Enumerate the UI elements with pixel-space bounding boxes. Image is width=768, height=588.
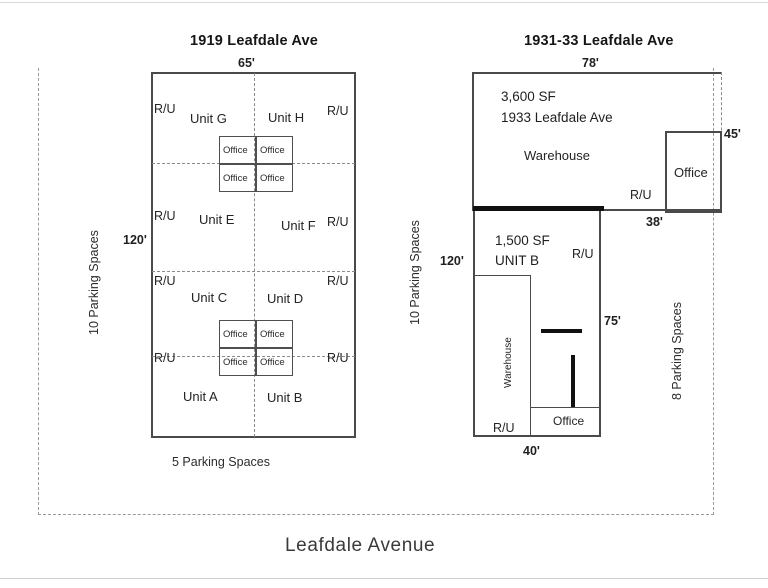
- west-divider-row-3: [152, 356, 355, 357]
- west-office-box-d: [256, 320, 293, 348]
- street-name-label: Leafdale Avenue: [285, 535, 436, 556]
- east-lower-door-marker-horizontal: [541, 329, 582, 333]
- west-office-box-b: [256, 348, 293, 376]
- scan-edge-bottom: [0, 578, 768, 579]
- west-office-label-g: Office: [223, 145, 248, 156]
- west-ru-e-left: R/U: [154, 209, 176, 223]
- east-lower-door-marker-vertical: [571, 355, 575, 407]
- east-office-wing-label: Office: [674, 165, 708, 180]
- east-wing-width-dimension: 38': [646, 215, 663, 229]
- west-office-label-a: Office: [223, 357, 248, 368]
- west-office-label-h: Office: [260, 145, 285, 156]
- west-ru-c-left: R/U: [154, 274, 176, 288]
- parking-label-far-right: 8 Parking Spaces: [670, 302, 684, 400]
- site-boundary: [38, 68, 714, 515]
- east-upper-area-label: 3,600 SF: [501, 89, 556, 104]
- west-unit-g-label: Unit G: [190, 111, 227, 126]
- west-width-dimension: 65': [238, 56, 255, 70]
- west-ru-d-right: R/U: [327, 274, 349, 288]
- west-unit-d-label: Unit D: [267, 291, 304, 306]
- west-office-label-d: Office: [260, 329, 285, 340]
- west-divider-center: [254, 73, 255, 437]
- east-lower-office-label: Office: [553, 414, 585, 428]
- east-lower-ru-right: R/U: [572, 247, 594, 261]
- west-unit-a-label: Unit A: [183, 389, 218, 404]
- east-lower-inner-divider: [530, 275, 531, 437]
- west-office-box-f: [256, 164, 293, 192]
- west-office-label-e: Office: [223, 173, 248, 184]
- east-lower-unit-label: UNIT B: [495, 253, 540, 268]
- east-upper-top-edge-extension: [620, 72, 722, 74]
- west-ru-h-right: R/U: [327, 104, 349, 118]
- east-upper-ru-label: R/U: [630, 188, 652, 202]
- east-interface-heavy-line: [473, 206, 604, 211]
- west-depth-dimension: 120': [123, 233, 147, 247]
- east-lower-width-dimension: 40': [523, 444, 540, 458]
- west-ru-a-left: R/U: [154, 351, 176, 365]
- west-office-box-h: [256, 136, 293, 164]
- east-lower-inner-top: [473, 275, 531, 276]
- west-divider-row-2: [152, 271, 355, 272]
- west-unit-c-label: Unit C: [191, 290, 228, 305]
- west-building-outline: [151, 72, 356, 438]
- east-lower-depth-dimension: 120': [440, 254, 464, 268]
- west-unit-e-label: Unit E: [199, 212, 235, 227]
- east-lower-area-label: 1,500 SF: [495, 233, 550, 248]
- east-width-dimension: 78': [582, 56, 599, 70]
- east-lower-use-label: Warehouse: [503, 337, 514, 388]
- east-lower-depth-dimension-right: 75': [604, 314, 621, 328]
- west-office-label-c: Office: [223, 329, 248, 340]
- west-office-box-a: [219, 348, 256, 376]
- east-lower-block-outline: [473, 211, 601, 437]
- east-lower-ru-bottom: R/U: [493, 421, 515, 435]
- west-unit-h-label: Unit H: [268, 110, 305, 125]
- west-unit-b-label: Unit B: [267, 390, 303, 405]
- west-ru-b-right: R/U: [327, 351, 349, 365]
- east-building-title: 1931-33 Leafdale Ave: [524, 33, 674, 49]
- west-office-label-b: Office: [260, 357, 285, 368]
- west-unit-f-label: Unit F: [281, 218, 316, 233]
- west-office-box-g: [219, 136, 256, 164]
- west-ru-f-right: R/U: [327, 215, 349, 229]
- scan-edge-top: [0, 2, 768, 3]
- parking-label-bottom: 5 Parking Spaces: [172, 455, 270, 469]
- west-office-label-f: Office: [260, 173, 285, 184]
- east-lower-office-top: [530, 407, 601, 408]
- west-office-box-e: [219, 164, 256, 192]
- east-office-wing-outline: [665, 131, 722, 213]
- west-ru-g-left: R/U: [154, 102, 176, 116]
- west-building-title: 1919 Leafdale Ave: [190, 33, 319, 49]
- east-wing-depth-dimension: 45': [724, 127, 741, 141]
- east-upper-bottom-edge-extension: [601, 209, 722, 211]
- parking-label-middle: 10 Parking Spaces: [408, 220, 422, 325]
- east-upper-use-label: Warehouse: [524, 148, 590, 163]
- parking-label-far-left: 10 Parking Spaces: [87, 230, 101, 335]
- west-office-box-c: [219, 320, 256, 348]
- east-upper-address-label: 1933 Leafdale Ave: [501, 110, 613, 125]
